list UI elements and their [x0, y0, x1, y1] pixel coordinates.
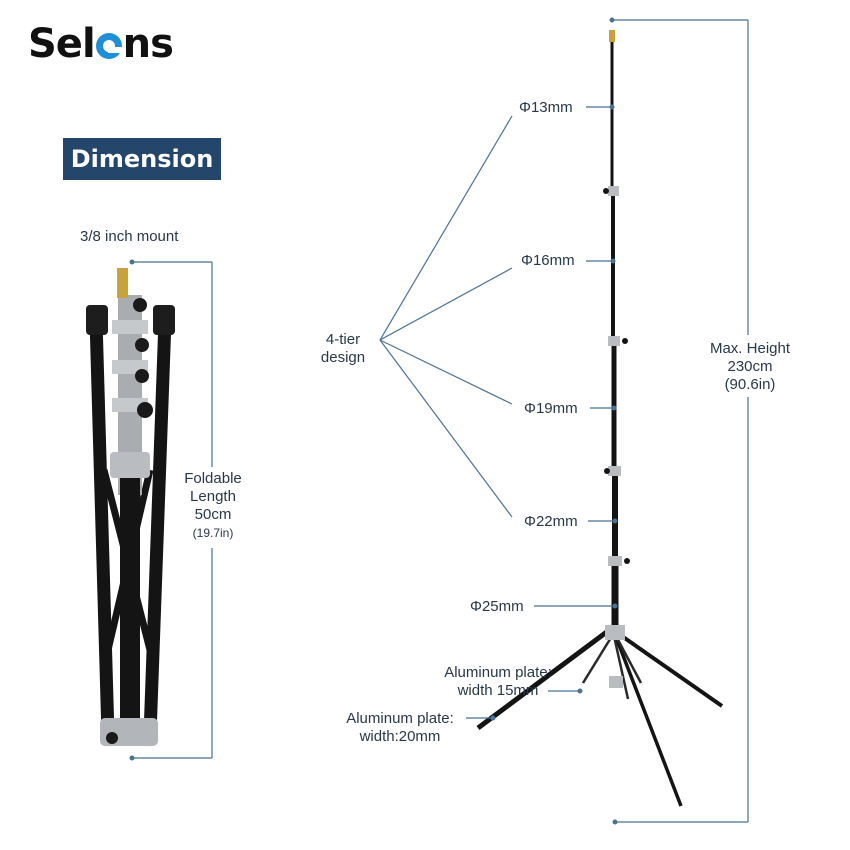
brand-name-start: Sel — [28, 21, 96, 67]
mount-label: 3/8 inch mount — [80, 228, 179, 245]
plate-small-line2: width 15mm — [457, 682, 539, 699]
max-height-title: Max. Height — [709, 340, 791, 357]
tier-leader-lines — [379, 106, 615, 719]
plate-small-label: Aluminum plate: width 15mm — [428, 664, 568, 700]
foldable-length-line1: Foldable — [184, 470, 242, 487]
tier-design-line2: design — [320, 349, 366, 366]
brand-name-end: ns — [122, 21, 174, 67]
tier-label-13: Φ13mm — [519, 99, 573, 116]
foldable-length-label: Foldable Length 50cm (19.7in) — [170, 470, 256, 542]
folded-stand-illustration — [86, 268, 175, 746]
plate-large-line2: width:20mm — [359, 728, 441, 745]
max-height-in: (90.6in) — [724, 376, 776, 393]
brand-logo-icon — [95, 33, 122, 59]
plate-small-line1: Aluminum plate: — [444, 664, 552, 681]
folded-length-line — [132, 261, 213, 759]
foldable-length-cm: 50cm — [194, 506, 232, 523]
max-height-label: Max. Height 230cm (90.6in) — [700, 340, 800, 394]
foldable-length-line2: Length — [190, 488, 236, 505]
max-height-cm: 230cm — [727, 358, 773, 375]
tier-design-line1: 4-tier — [325, 331, 361, 348]
plate-large-line1: Aluminum plate: — [346, 710, 454, 727]
tier-design-label: 4-tier design — [312, 331, 374, 367]
extended-stand-illustration — [476, 30, 724, 807]
tier-label-16: Φ16mm — [521, 252, 575, 269]
tier-label-22: Φ22mm — [524, 513, 578, 530]
dimension-badge: Dimension — [63, 138, 221, 180]
tier-label-25: Φ25mm — [470, 598, 524, 615]
tier-label-19: Φ19mm — [524, 400, 578, 417]
max-height-line — [612, 19, 749, 823]
plate-large-label: Aluminum plate: width:20mm — [330, 710, 470, 746]
foldable-length-in: (19.7in) — [192, 526, 234, 540]
